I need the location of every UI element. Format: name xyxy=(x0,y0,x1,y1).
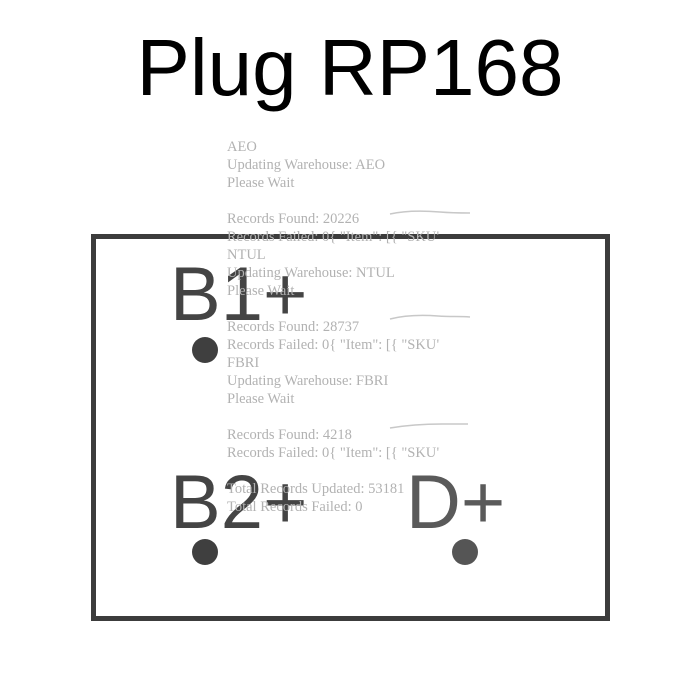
log-line: NTUL xyxy=(227,247,266,263)
log-line: Total Records Updated: 53181 xyxy=(227,481,405,497)
log-line: Records Failed: 0{ "Item": [{ "SKU" xyxy=(227,229,440,245)
log-line: Records Failed: 0{ "Item": [{ "SKU" xyxy=(227,337,440,353)
log-line: Records Found: 28737 xyxy=(227,319,360,335)
log-line: Updating Warehouse: AEO xyxy=(227,157,386,173)
log-line: Updating Warehouse: NTUL xyxy=(227,265,395,281)
pin-dot-b1 xyxy=(192,337,218,363)
log-line: FBRI xyxy=(227,355,260,371)
log-overlay: AEO Updating Warehouse: AEO Please Wait … xyxy=(227,138,440,522)
log-line: AEO xyxy=(227,139,257,155)
page-title: Plug RP168 xyxy=(136,23,564,112)
pin-label-b1: B1+ xyxy=(170,252,308,337)
pin-dot-d xyxy=(452,539,478,565)
log-line: Records Failed: 0{ "Item": [{ "SKU" xyxy=(227,445,440,461)
log-line: Please Wait xyxy=(227,283,295,299)
log-line: Please Wait xyxy=(227,175,295,191)
log-line: Records Found: 4218 xyxy=(227,427,352,443)
log-line: Please Wait xyxy=(227,391,295,407)
scribble-mark xyxy=(389,210,471,215)
pin-dot-b2 xyxy=(192,539,218,565)
log-line: Updating Warehouse: FBRI xyxy=(227,373,389,389)
pin-label-b2: B2+ xyxy=(170,460,308,545)
plug-outline xyxy=(91,234,610,621)
scribble-mark xyxy=(389,423,468,429)
scribble-mark xyxy=(389,314,471,320)
log-line: Records Found: 20226 xyxy=(227,211,360,227)
log-line xyxy=(227,462,440,480)
pin-label-d: D+ xyxy=(406,460,506,545)
log-line: Total Records Failed: 0 xyxy=(227,499,363,515)
